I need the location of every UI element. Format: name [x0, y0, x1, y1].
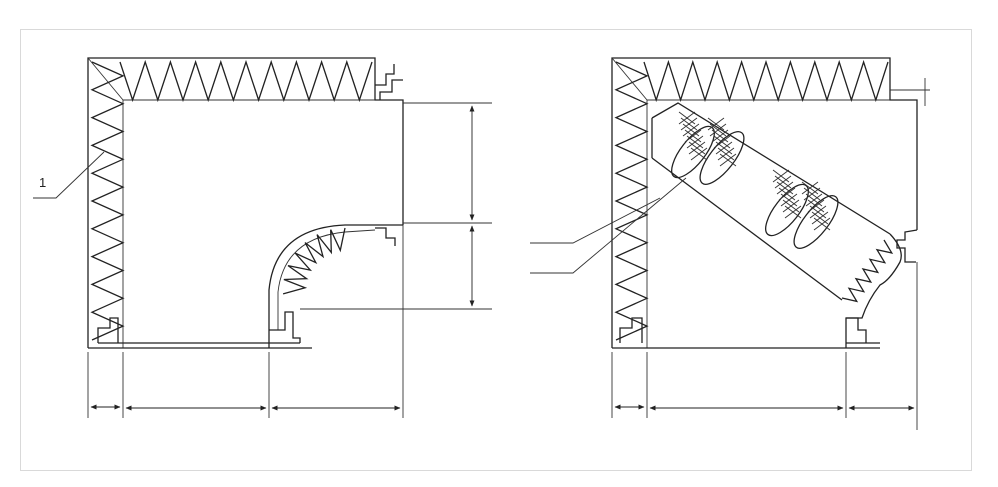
right-flange-detail-bl	[619, 317, 643, 343]
left-top-zigzag-lining	[119, 59, 373, 103]
callout-1-label: 1	[39, 175, 46, 190]
left-outer-wall	[87, 57, 404, 348]
left-bottom-flange	[88, 342, 312, 349]
right-heel-zigzag-lining	[841, 239, 894, 303]
left-flange-detail-bl	[97, 317, 119, 343]
figure-frame	[20, 29, 972, 471]
right-leader-upper	[530, 197, 661, 244]
callout-1-leader	[33, 151, 105, 199]
left-flange-detail-top	[375, 64, 403, 100]
splitter-ribs	[671, 111, 839, 249]
right-mitred-elbow	[530, 57, 930, 430]
left-radius-zigzag-lining	[282, 227, 346, 295]
right-leader-lower	[530, 177, 687, 274]
right-lining-edge	[646, 99, 890, 348]
right-concave-heel	[845, 233, 902, 348]
left-lining-edge	[122, 99, 375, 348]
left-flange-detail-br	[269, 311, 301, 343]
left-flange-detail-mid	[375, 227, 396, 246]
right-corner-seam	[611, 57, 648, 101]
diagonal-splitter-upper	[651, 102, 891, 235]
diagonal-splitter-lower	[651, 157, 843, 301]
right-bottom-flange	[612, 342, 880, 349]
right-top-zigzag-lining	[643, 59, 889, 103]
right-outer-wall	[611, 57, 918, 348]
right-side-zigzag-lining	[614, 61, 649, 341]
right-flange-detail-br	[846, 317, 867, 343]
left-corner-seam	[87, 57, 124, 101]
left-inner-radius-lining	[277, 229, 376, 330]
left-radius-elbow: 1	[33, 57, 492, 418]
right-heel-flange	[896, 229, 918, 263]
left-side-zigzag-lining	[90, 61, 125, 341]
left-inner-radius	[268, 224, 403, 348]
